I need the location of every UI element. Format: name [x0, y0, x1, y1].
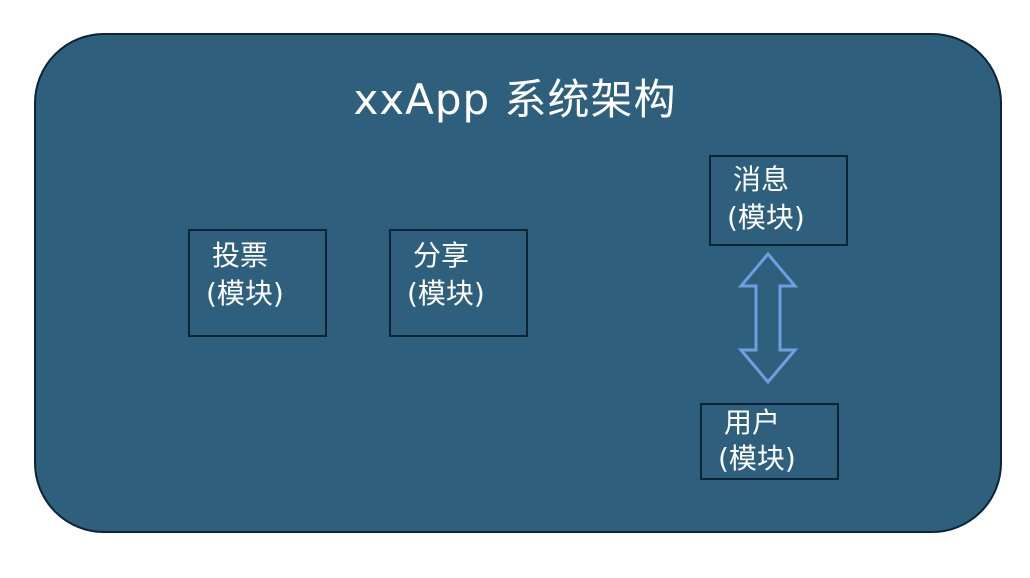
module-user-name: 用户 [724, 406, 781, 439]
module-vote-suffix: (模块) [206, 277, 284, 310]
module-vote-name: 投票 [212, 239, 269, 272]
arrow-outline [737, 252, 799, 384]
module-vote: 投票 (模块) [188, 229, 327, 337]
module-message-suffix: (模块) [727, 201, 805, 234]
module-share-suffix: (模块) [407, 277, 485, 310]
module-share: 分享 (模块) [389, 229, 528, 337]
module-message-name: 消息 [733, 163, 790, 196]
module-message: 消息 (模块) [709, 155, 848, 246]
module-user: 用户 (模块) [700, 403, 839, 480]
bidirectional-arrow-icon [737, 252, 799, 384]
diagram-title: xxApp 系统架构 [353, 75, 677, 124]
module-share-name: 分享 [413, 239, 470, 272]
module-user-suffix: (模块) [718, 442, 796, 475]
